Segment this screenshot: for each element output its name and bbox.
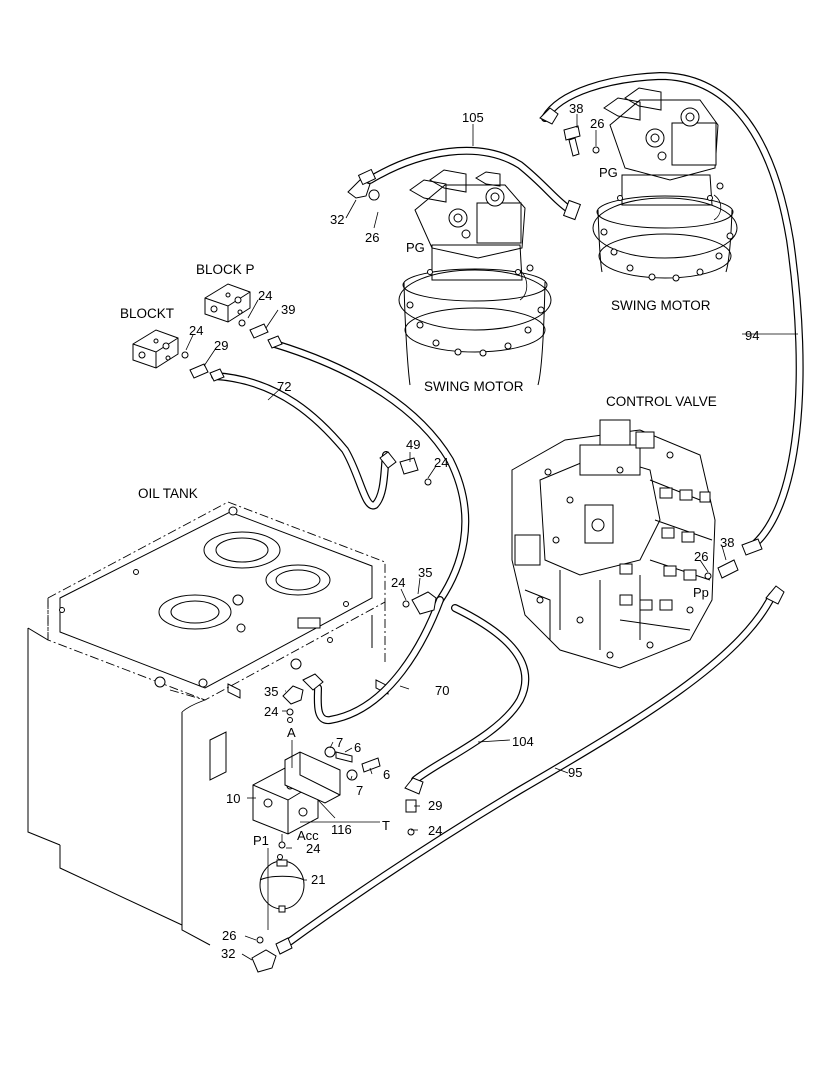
callout-21: 21 xyxy=(311,872,325,887)
callout-116: 116 xyxy=(331,822,352,837)
label-oil-tank: OIL TANK xyxy=(138,486,198,501)
hose-70 xyxy=(271,340,470,724)
swing-motor-left xyxy=(398,169,552,386)
callout-38-top: 38 xyxy=(569,101,583,116)
motor-bolts-left xyxy=(406,269,545,357)
callout-7-b: 7 xyxy=(356,783,363,798)
label-swing-motor-right: SWING MOTOR xyxy=(611,298,711,313)
port-p1: P1 xyxy=(253,833,269,848)
callout-49: 49 xyxy=(406,437,420,452)
callout-24-bt: 24 xyxy=(189,323,203,338)
callout-pg-left: PG xyxy=(406,240,425,255)
valve-bolts xyxy=(536,451,694,659)
callout-35-low: 35 xyxy=(264,684,278,699)
block-p xyxy=(204,283,251,323)
callout-24-bp: 24 xyxy=(258,288,272,303)
block-t xyxy=(132,329,179,369)
hose-94 xyxy=(541,71,804,552)
callout-104: 104 xyxy=(512,734,534,749)
hose-105 xyxy=(366,146,574,214)
callout-105: 105 xyxy=(462,110,484,125)
callout-24-low: 24 xyxy=(264,704,278,719)
callout-70: 70 xyxy=(435,683,449,698)
callout-35-top: 35 xyxy=(418,565,432,580)
callouts: 105 38 26 PG 32 26 PG 24 39 24 29 72 94 … xyxy=(189,101,759,961)
callout-24-acc: 24 xyxy=(306,841,320,856)
callout-26-right: 26 xyxy=(694,549,708,564)
callout-7-a: 7 xyxy=(336,735,343,750)
callout-29-top: 29 xyxy=(214,338,228,353)
label-control-valve: CONTROL VALVE xyxy=(606,394,717,409)
callout-26-mid: 26 xyxy=(365,230,379,245)
control-valve xyxy=(511,419,716,669)
oil-tank xyxy=(27,501,389,946)
port-a: A xyxy=(287,725,296,740)
fittings xyxy=(181,107,785,973)
callout-6-b: 6 xyxy=(383,767,390,782)
callout-32-low: 32 xyxy=(221,946,235,961)
callout-26-top: 26 xyxy=(590,116,604,131)
callout-94: 94 xyxy=(745,328,759,343)
callout-pg-right: PG xyxy=(599,165,618,180)
hose-104 xyxy=(411,604,530,784)
callout-26-low: 26 xyxy=(222,928,236,943)
label-swing-motor-left: SWING MOTOR xyxy=(424,379,524,394)
motor-bolts-right xyxy=(600,195,734,282)
callout-32-top: 32 xyxy=(330,212,344,227)
accumulator-21 xyxy=(259,859,305,913)
callout-pp: Pp xyxy=(693,585,709,600)
callout-24-t: 24 xyxy=(428,823,442,838)
callout-95: 95 xyxy=(568,765,582,780)
callout-24-49: 24 xyxy=(434,455,448,470)
callout-29-low: 29 xyxy=(428,798,442,813)
callout-72: 72 xyxy=(277,379,291,394)
swing-motor-right xyxy=(592,87,738,282)
label-acc: Acc xyxy=(297,828,319,843)
callout-39: 39 xyxy=(281,302,295,317)
valve-spool-caps xyxy=(619,487,711,611)
label-block-t: BLOCKT xyxy=(120,306,174,321)
callout-6-a: 6 xyxy=(354,740,361,755)
valve-block-10 xyxy=(252,751,341,835)
hose-72 xyxy=(211,372,390,510)
hose-95 xyxy=(281,592,776,949)
callout-38-right: 38 xyxy=(720,535,734,550)
label-block-p: BLOCK P xyxy=(196,262,255,277)
callout-24-35: 24 xyxy=(391,575,405,590)
callout-10: 10 xyxy=(226,791,240,806)
leader-lines xyxy=(185,114,798,961)
port-t: T xyxy=(382,818,390,833)
